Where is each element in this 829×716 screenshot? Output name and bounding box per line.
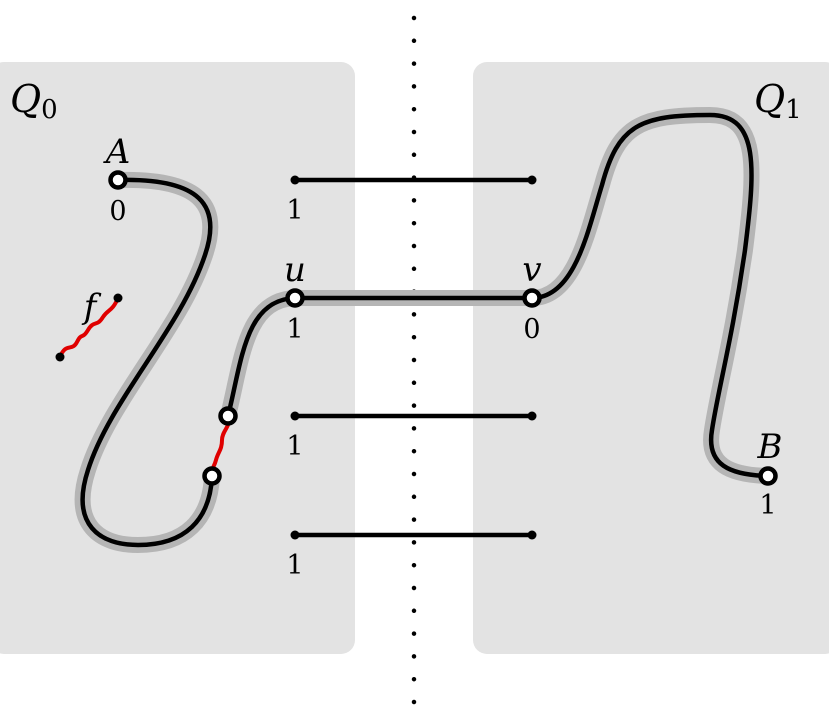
fault-edge-f xyxy=(58,296,120,359)
edge-endpoints xyxy=(290,175,537,540)
vertex-fault-bottom xyxy=(202,466,222,486)
region-label-q1: Q1 xyxy=(754,77,802,125)
value-label-edge-mid: 1 xyxy=(286,431,303,462)
value-label-v: 0 xyxy=(523,314,540,345)
value-label-edge-bottom: 1 xyxy=(286,550,303,581)
vertex-label-v: v xyxy=(522,250,541,290)
value-label-a: 0 xyxy=(109,196,126,227)
vertex-fault-top xyxy=(218,406,238,426)
fault-endpoint xyxy=(55,352,65,362)
vertex-b xyxy=(758,466,778,486)
path-segment-a xyxy=(80,177,215,548)
edge-endpoint xyxy=(527,175,537,185)
fault-endpoint xyxy=(113,293,123,303)
edge-endpoint xyxy=(290,411,300,421)
value-label-u: 1 xyxy=(286,314,303,345)
vertex-label-u: u xyxy=(284,250,306,290)
edge-endpoint xyxy=(290,175,300,185)
vertex-u xyxy=(285,288,305,308)
value-label-edge-top: 1 xyxy=(286,195,303,226)
vertex-a xyxy=(108,170,128,190)
vertex-label-b: B xyxy=(757,427,783,467)
edge-endpoint xyxy=(527,530,537,540)
cross-edges xyxy=(292,177,535,538)
edge-endpoint xyxy=(527,411,537,421)
path-vertices xyxy=(108,170,778,486)
value-label-b: 1 xyxy=(759,490,776,521)
vertex-label-a: A xyxy=(103,132,131,172)
vertex-v xyxy=(522,288,542,308)
region-label-q0: Q0 xyxy=(10,77,58,125)
region-q1 xyxy=(473,62,829,654)
edge-endpoint xyxy=(290,530,300,540)
